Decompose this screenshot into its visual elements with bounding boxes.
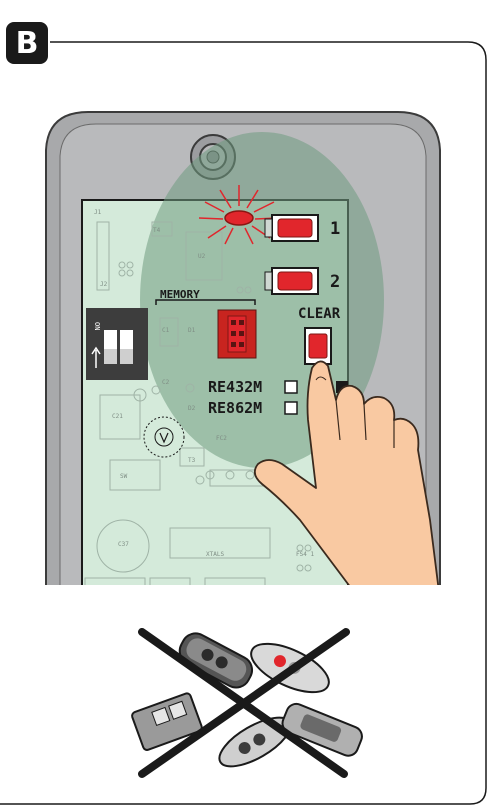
remote-controls-icon [0,0,487,805]
figure: B [0,0,487,805]
